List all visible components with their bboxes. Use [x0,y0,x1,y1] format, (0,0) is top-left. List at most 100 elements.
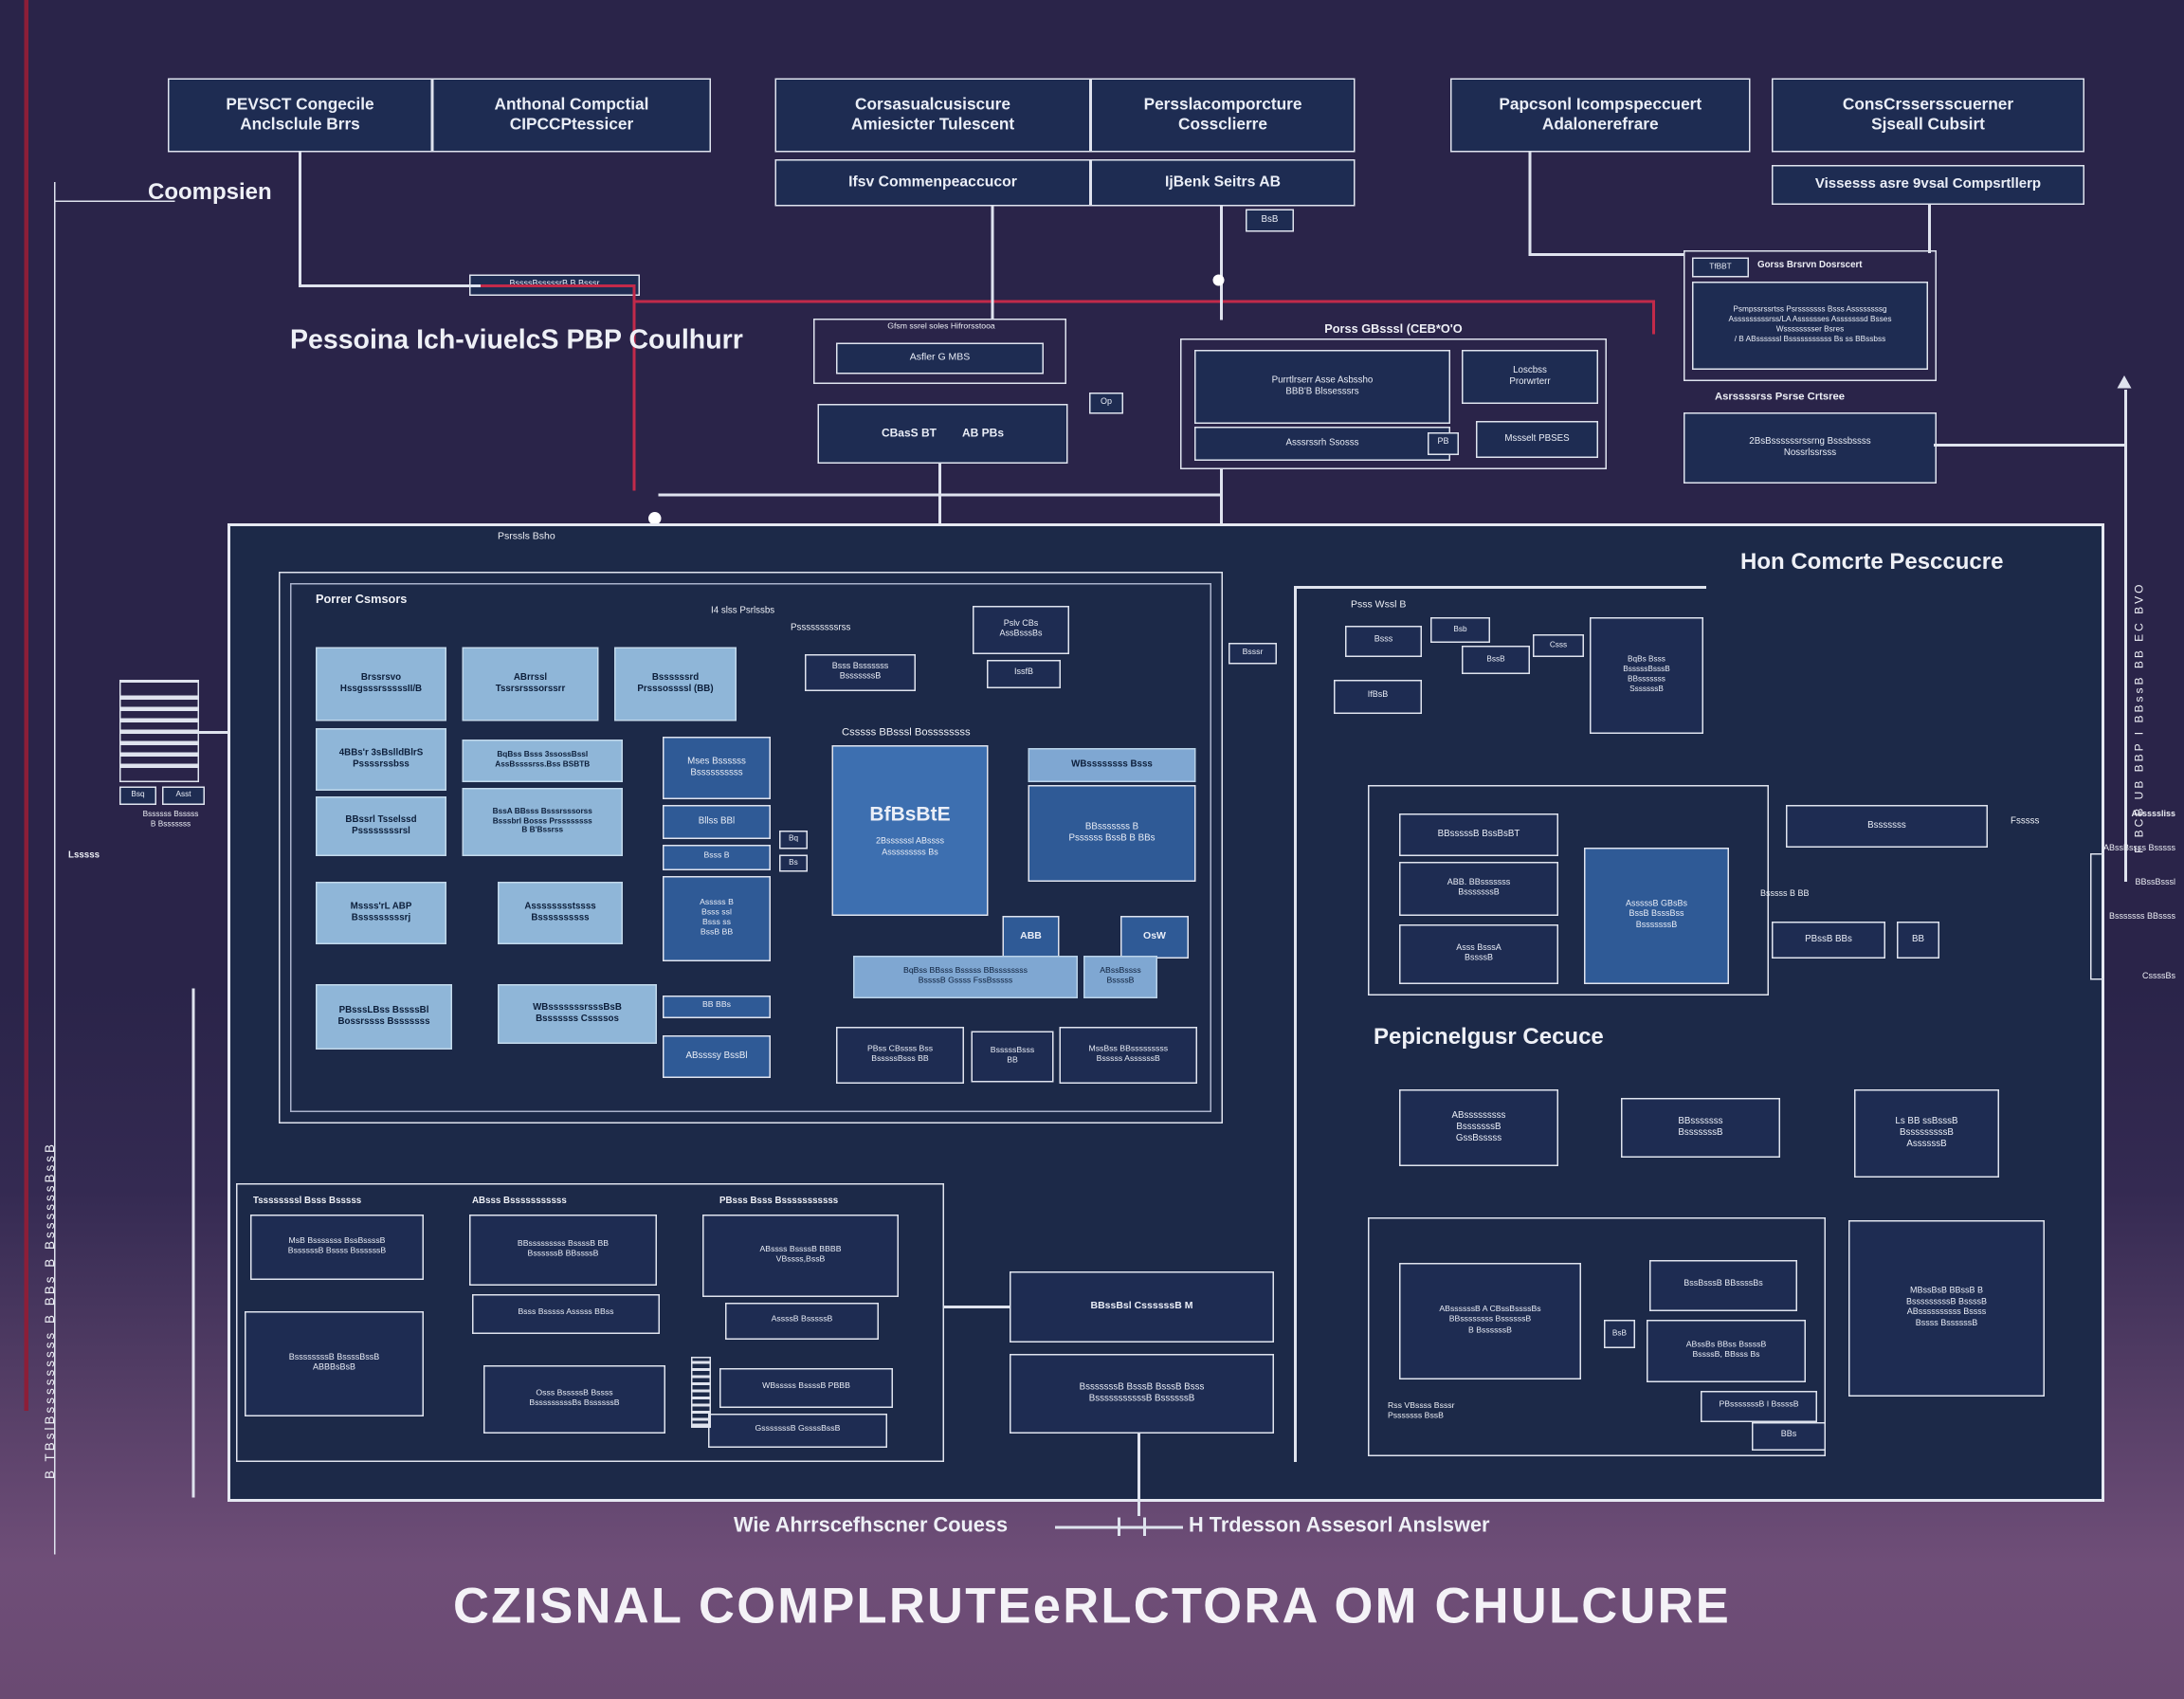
cluster-label: Psss Wssl B [1351,600,1407,611]
left-vertical-label: B TBslBsssssssss B BBs B BssssssBssB [43,1141,57,1479]
board-right-title: Hon Comcrte Pesccucre [1740,550,2004,575]
right-panel-box-2: ABB. BBsssssss BsssssssB [1399,862,1558,916]
right-panel-big-box: AsssssB GBsBs BssB BsssBss BsssssssB [1584,848,1729,984]
header-box-6: ConsCrssersscuerner Sjseall Cubsirt [1772,78,2084,153]
mid-col-box-6: ABssssy BssBl [663,1035,771,1078]
header-box-3: Corsasualcusiscure Amiesicter Tulescent [774,78,1091,153]
section-divider-line [1294,586,1706,589]
peripheral-row-box: ABsssssssss BsssssssB GssBsssss [1399,1089,1558,1166]
cpu-group [1180,338,1607,469]
far-right-edge-label: Fsssss [2011,816,2040,827]
cpu-right-box-1: Loscbss Prorwrterr [1462,350,1598,404]
header-box-4: Persslacomporcture Cossclierre [1090,78,1356,153]
cpu-group-header: Porss GBsssl (CEB*O'O [1324,321,1463,336]
header-left-label: Coompsien [148,180,272,206]
device-panel-tag: TfBBT [1692,257,1749,278]
right-edge-label: Bsssssss BBssss [2108,913,2175,922]
memory-right-label: AB PBs [962,427,1005,440]
connector-line [191,988,194,1498]
cluster-list-box: BqBs Bsss BsssssBsssB BBsssssss SssssssB [1590,617,1703,734]
component-chip: BqBss Bsss 3ssossBssl AssBssssrss.Bss BS… [462,740,623,782]
component-chip: BBssrl Tsselssd Pssssssssrsl [316,796,446,856]
bottom-right-box-d: PBsssssssB I BssssB [1701,1391,1817,1422]
mid-col-box-3: Bsss B [663,845,771,870]
frame-line [54,200,175,202]
far-right-box: Bsssssss [1786,805,1988,848]
bracket-line [2090,853,2092,978]
right-inner-panel [1368,785,1769,996]
power-panel [279,572,1223,1124]
right-vertical-label: F BCB UB BBP I BBssB BB EC BVO [2133,581,2146,853]
center-light-chip: ABssBssss BssssB [1083,956,1157,998]
bracket-line [2090,853,2104,855]
component-chip: PBsssLBss BssssBl Bossrssss Bsssssss [316,984,452,1050]
center-big-box-1: BfBsBtE 2Bssssssl ABssss Asssssssss Bs [831,745,989,916]
bottom-right-label: Rss VBssss Bsssr Psssssss BssB [1388,1402,1455,1421]
board-center-top-box-3: Bsss Bsssssss BsssssssB [805,654,916,691]
footer-right-label: H Trdesson Assesorl Anslswer [1189,1514,1490,1538]
op-chip: Op [1089,393,1123,414]
bottom-right-panel [1368,1217,1826,1456]
expansion-slot-icon [119,680,199,782]
peripheral-row-box: BBsssssss BsssssssB [1621,1098,1780,1158]
cluster-chip: BssB [1462,646,1530,674]
pb-chip: PB [1428,432,1459,455]
junction-dot [648,512,662,525]
component-chip: WBsssssssrsssBsB Bsssssss Cssssos [498,984,657,1044]
far-bottom-box: MBssBsB BBssB B BsssssssssB BssssB ABsss… [1848,1220,2045,1397]
header-box-1: PEVSCT Congecile Anclsclule Brrs [168,78,432,153]
header-tiny-chip: BsB [1246,209,1294,232]
component-chip: 4BBs'r 3sBslldBlrS Pssssrssbss [316,728,446,791]
bl-col3-box-2: AssssB BsssssB [725,1303,879,1340]
memory-group: Gfsm ssrel soles Hifrorsstooa Asfler G M… [813,319,1066,384]
line-chip: Bsssr [1228,643,1277,665]
header-sub-box-far-right: Vissesss asre 9vsal Compsrtllerp [1772,165,2084,205]
tick-line [1143,1517,1146,1536]
connector-line [1138,1434,1140,1516]
abb-chip: ABB [1002,916,1060,959]
bl-col3-box-3: WBsssss BssssB PBBB [719,1368,893,1408]
center-big-box-1-title: BfBsBtE [869,801,951,825]
header-box-5: Papcsonl Icompspeccuert Adalonerefrare [1450,78,1751,153]
header-box-2: Anthonal Compctial CIPCCPtessicer [432,78,711,153]
bl-col2-box-2: Bsss Bsssss Asssss BBss [472,1294,660,1334]
board-center-top-box-2: IssfB [987,660,1061,688]
bl-col1-label: Tssssssssl Bsss Bsssss [253,1196,362,1207]
cpu-right-box-2: Mssselt PBSES [1476,421,1598,458]
bottom-right-chip-e: BBs [1752,1422,1826,1451]
connector-line [944,1306,1010,1308]
center-small-box-3: MssBss BBsssssssss Bsssss AssssssB [1059,1027,1197,1084]
device-panel-header: Gorss Brsrvn Dosrscert [1757,260,1863,271]
cluster-chip: Bsss [1345,626,1422,657]
connector-line [1220,206,1223,320]
device-panel-body: Psmpssrssrtss Psrsssssss Bsss Assssssssg… [1692,282,1928,370]
right-edge-label: BBssBsssl [2135,879,2175,887]
osw-chip: OsW [1120,916,1189,959]
right-panel-box-3: Asss BsssA BssssB [1399,924,1558,984]
board-center-top-box-1: Pslv CBs AssBsssBs [973,606,1069,654]
power-panel-title: Porrer Csmsors [316,592,408,606]
bottom-center-box-1: BBssBsl CssssssB M [1010,1271,1274,1343]
footer-left-label: Wie Ahrrscefhscner Couess [734,1514,1009,1538]
left-frame-line [54,182,56,1555]
bottom-right-chip: BsB [1604,1320,1635,1348]
mid-col-box-1: Mses Bssssss Bssssssssss [663,737,771,799]
mid-col-chip-2: Bs [779,854,808,872]
bottom-right-box-b: BssBsssB BBssssBs [1649,1260,1797,1311]
mid-col-box-2: Bllss BBl [663,805,771,839]
component-chip: Bssssssrd Prsssossssl (BB) [614,647,737,722]
board-top-label: Psrssls Bsho [498,532,555,542]
bl-col3-label: PBsss Bsss Bsssssssssss [719,1196,839,1207]
connector-line [1928,205,1931,253]
bl-col1-box-2: BssssssssB BssssBssB ABBBsBsB [245,1311,424,1416]
far-right-small-box: PBssB BBs [1772,922,1885,959]
right-edge-label: Asssssliss [2131,811,2175,819]
cpu-secondary-box: Asssrssrh Ssosss [1194,427,1450,461]
device-panel-bottom-box: 2BsBssssssrssrng Bsssbssss Nossrlssrsss [1684,412,1937,484]
connector-line [2124,390,2127,882]
junction-dot [1212,274,1225,286]
arrow-up-icon [2117,375,2132,389]
bottom-right-box-c: ABssBs BBss BssssB BssssB, BBsss Bs [1647,1320,1806,1382]
memory-left-label: CBasS BT [881,427,937,440]
